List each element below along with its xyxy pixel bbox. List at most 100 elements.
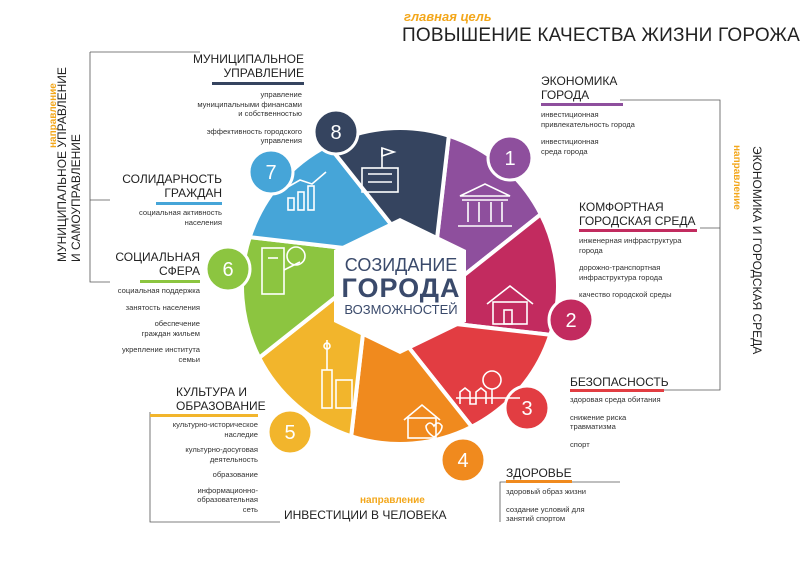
solidarity-bar (156, 202, 222, 205)
culture-items: культурно-историческое наследие культурн… (140, 420, 258, 514)
block-municipal: МУНИЦИПАЛЬНОЕ УПРАВЛЕНИЕ (180, 52, 304, 80)
segment-number-6: 6 (222, 259, 233, 281)
block-title-line2: ГОРОДА (541, 88, 590, 102)
item: дорожно-транспортная (579, 263, 661, 272)
bottom-direction-title: ИНВЕСТИЦИИ В ЧЕЛОВЕКА (284, 508, 447, 522)
item: здоровая среда обитания (570, 395, 661, 404)
social-care-icon (261, 246, 306, 295)
block-title-line2: УПРАВЛЕНИЕ (223, 66, 305, 80)
left-direction-line2: И САМОУПРАВЛЕНИЕ (69, 134, 83, 262)
item: граждан жильем (141, 328, 200, 338)
safety-items: здоровая среда обитания снижение риска т… (570, 395, 690, 449)
block-culture: КУЛЬТУРА И ОБРАЗОВАНИЕ (176, 385, 286, 413)
block-title-line1: СОЛИДАРНОСТЬ (122, 172, 222, 186)
item: и собственностью (238, 109, 302, 118)
item: среда города (541, 146, 588, 156)
block-title-line2: ГОРОДСКАЯ СРЕДА (579, 214, 696, 228)
segment-badge-8 (312, 108, 360, 156)
social-items: социальная поддержка занятость населения… (96, 286, 200, 364)
block-economy: ЭКОНОМИКА ГОРОДА (541, 74, 651, 102)
municipal-items: управление муниципальными финансами и со… (160, 90, 302, 146)
segment-badge-1 (486, 134, 534, 182)
item: города (579, 245, 603, 255)
item: качество городской среды (579, 290, 672, 299)
item: информационно- (197, 485, 258, 495)
item: эффективность городского (206, 126, 302, 136)
bottom-bracket-right (499, 481, 620, 522)
item: сеть (242, 504, 258, 514)
segment-number-8: 8 (330, 122, 341, 144)
comfort-items: инженерная инфраструктура города дорожно… (579, 236, 709, 300)
segment-number-2: 2 (565, 310, 576, 332)
item: управление (260, 90, 302, 99)
block-title-line2: СФЕРА (159, 264, 200, 278)
segment-number-4: 4 (457, 450, 468, 472)
statue-city-icon (321, 340, 353, 409)
right-bracket-line (620, 99, 721, 391)
item: укрепление института (121, 345, 200, 354)
item: деятельность (209, 454, 258, 464)
segment-number-3: 3 (521, 398, 532, 420)
item: культурно-историческое (172, 420, 258, 429)
left-bracket-line (89, 52, 110, 283)
block-title-line2: ГРАЖДАН (164, 186, 222, 200)
block-solidarity: СОЛИДАРНОСТЬ ГРАЖДАН (110, 172, 222, 200)
comfort-bar (579, 229, 697, 232)
item: обеспечение (154, 319, 200, 328)
item: социальная активность (139, 208, 222, 217)
segment-badge-2 (547, 296, 595, 344)
right-direction-title: ЭКОНОМИКА И ГОРОДСКАЯ СРЕДА (750, 146, 764, 355)
block-title-line1: БЕЗОПАСНОСТЬ (570, 375, 669, 389)
block-title-line1: СОЦИАЛЬНАЯ (115, 250, 200, 264)
center-title: СОЗИДАНИЕ ГОРОДА ВОЗМОЖНОСТЕЙ (335, 255, 467, 318)
block-safety: БЕЗОПАСНОСТЬ (570, 375, 690, 389)
center-line1: СОЗИДАНИЕ (344, 255, 458, 275)
item: управления (260, 136, 302, 145)
item: социальная поддержка (117, 286, 200, 295)
segment-number-5: 5 (284, 422, 295, 444)
segment-badge-5 (266, 408, 314, 456)
item: инженерная инфраструктура (579, 236, 682, 245)
item: создание условий для (506, 504, 585, 514)
left-direction-line1: МУНИЦИПАЛЬНОЕ УПРАВЛЕНИЕ (55, 67, 69, 262)
right-direction-tag: направление (731, 145, 742, 210)
item: спорт (570, 439, 590, 449)
item: травматизма (570, 422, 616, 431)
item: занятий спортом (506, 514, 566, 523)
item: семьи (178, 354, 200, 364)
item: привлекательность города (541, 119, 635, 129)
block-comfort: КОМФОРТНАЯ ГОРОДСКАЯ СРЕДА (579, 200, 709, 228)
goal-title: ПОВЫШЕНИЕ КАЧЕСТВА ЖИЗНИ ГОРОЖАН (402, 25, 800, 46)
city-flag-icon (361, 146, 399, 193)
solidarity-items: социальная активность населения (110, 208, 222, 227)
item: культурно-досуговая (185, 445, 258, 454)
heart-house-icon (403, 403, 443, 439)
economy-bar (541, 103, 623, 106)
social-bar (140, 280, 200, 283)
block-social: СОЦИАЛЬНАЯ СФЕРА (100, 250, 200, 278)
segment-badge-6 (204, 245, 252, 293)
bottom-bracket-left (149, 412, 280, 523)
item: снижение риска (570, 412, 627, 422)
block-title-line1: ЗДОРОВЬЕ (506, 466, 572, 480)
center-hexagon (334, 218, 466, 354)
bank-icon (458, 183, 512, 227)
segment-number-7: 7 (265, 162, 276, 184)
center-line3: ВОЗМОЖНОСТЕЙ (344, 302, 458, 317)
bottom-direction-tag: направление (360, 495, 425, 506)
health-bar (506, 480, 572, 483)
municipal-bar (212, 82, 304, 85)
block-title-line1: КОМФОРТНАЯ (579, 200, 664, 214)
health-items: здоровый образ жизни создание условий дл… (506, 487, 626, 524)
block-title-line1: МУНИЦИПАЛЬНОЕ (192, 52, 304, 66)
item: образование (212, 470, 258, 479)
item: инфраструктура города (579, 272, 663, 282)
item: занятость населения (125, 302, 200, 312)
block-title-line2: ОБРАЗОВАНИЕ (176, 399, 266, 413)
block-health: ЗДОРОВЬЕ (506, 466, 616, 480)
item: здоровый образ жизни (506, 487, 587, 496)
fence-tree-icon (456, 370, 520, 405)
item: наследие (224, 429, 258, 439)
item: муниципальными финансами (197, 99, 302, 109)
